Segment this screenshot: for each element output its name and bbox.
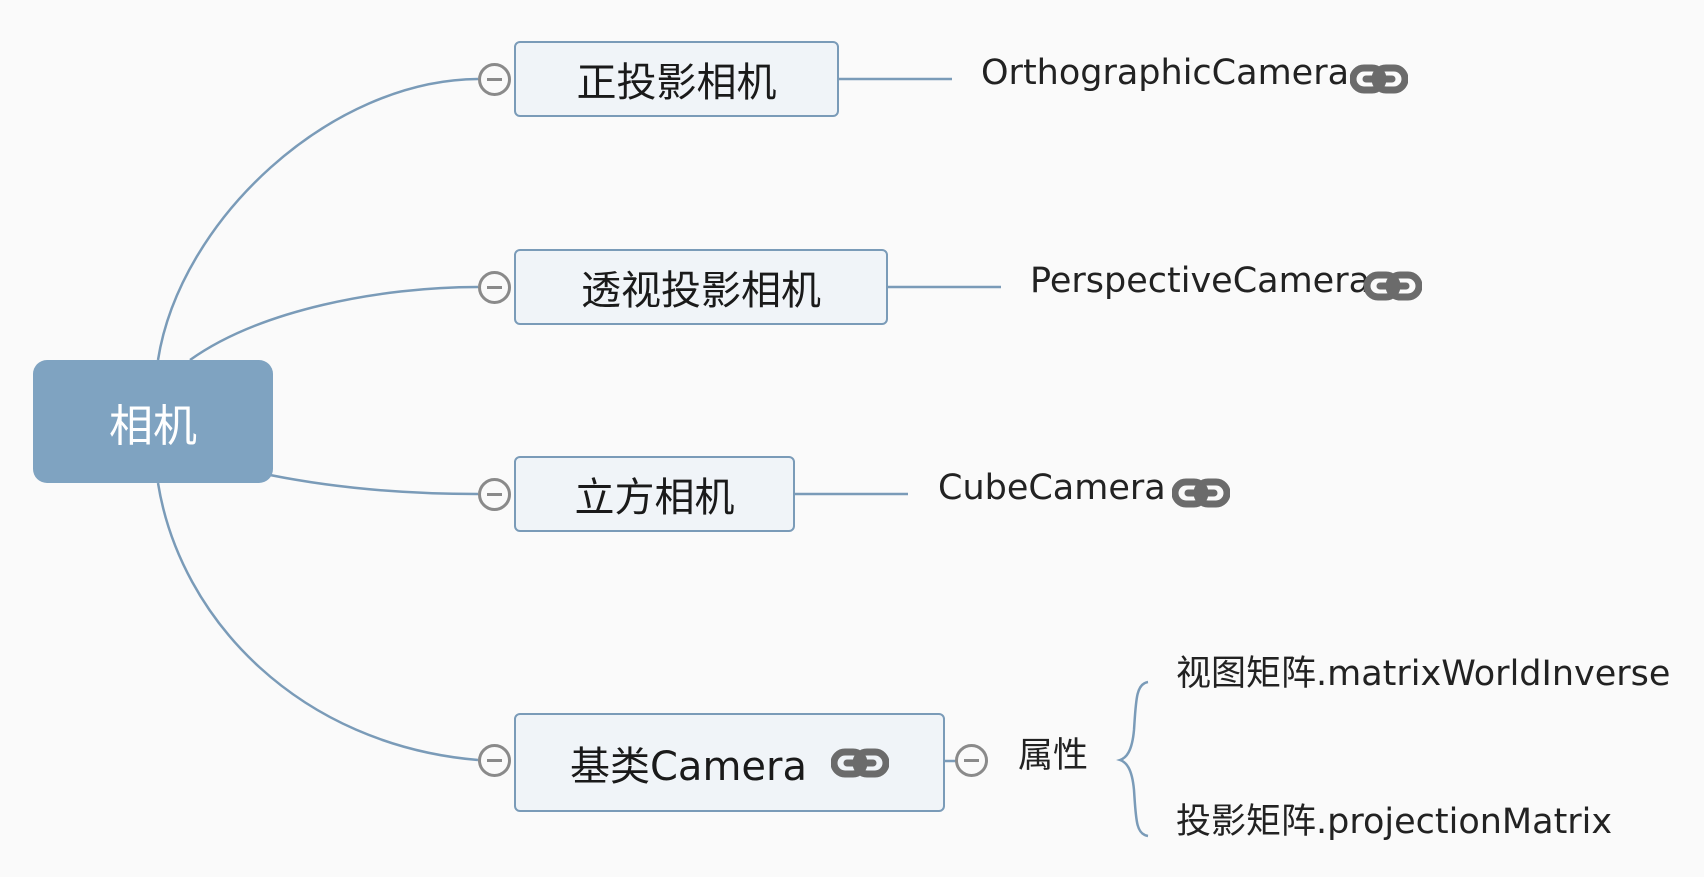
collapse-toggle-camera-base[interactable]: [478, 744, 511, 777]
branch-node-orthographic-camera[interactable]: 正投影相机: [514, 41, 839, 117]
hyperlink-chain-icon[interactable]: [830, 747, 889, 779]
collapse-toggle-orthographic[interactable]: [478, 63, 511, 96]
connector-root-to-orthographic: [156, 77, 479, 361]
collapse-toggle-perspective[interactable]: [478, 271, 511, 304]
leaf-properties[interactable]: 属性: [1018, 736, 1089, 776]
connector-root-to-cube: [269, 473, 479, 496]
leaf-orthographic-camera[interactable]: OrthographicCamera: [981, 53, 1350, 93]
collapse-toggle-cube[interactable]: [478, 478, 511, 511]
branch-node-label: 透视投影相机: [581, 268, 821, 314]
property-view-matrix[interactable]: 视图矩阵.matrixWorldInverse: [1176, 654, 1671, 694]
root-node-camera[interactable]: 相机: [33, 360, 273, 483]
branch-node-perspective-camera[interactable]: 透视投影相机: [514, 249, 888, 325]
connector-root-to-perspective: [189, 285, 479, 362]
leaf-cube-camera[interactable]: CubeCamera: [938, 468, 1166, 508]
branch-node-camera-base[interactable]: 基类Camera: [514, 713, 945, 812]
branch-node-cube-camera[interactable]: 立方相机: [514, 456, 795, 532]
collapse-toggle-properties[interactable]: [955, 744, 988, 777]
leaf-perspective-camera[interactable]: PerspectiveCamera: [1030, 261, 1371, 301]
property-projection-matrix[interactable]: 投影矩阵.projectionMatrix: [1176, 802, 1613, 842]
properties-brace: [1116, 680, 1149, 838]
connector-root-to-camera-base: [156, 482, 479, 762]
root-node-label: 相机: [109, 400, 197, 452]
branch-node-label: 立方相机: [574, 475, 735, 521]
hyperlink-chain-icon[interactable]: [1172, 477, 1230, 509]
branch-node-label: 基类Camera: [570, 743, 807, 790]
hyperlink-chain-icon[interactable]: [1350, 63, 1408, 95]
hyperlink-chain-icon[interactable]: [1364, 270, 1422, 302]
branch-node-label: 正投影相机: [576, 60, 777, 106]
